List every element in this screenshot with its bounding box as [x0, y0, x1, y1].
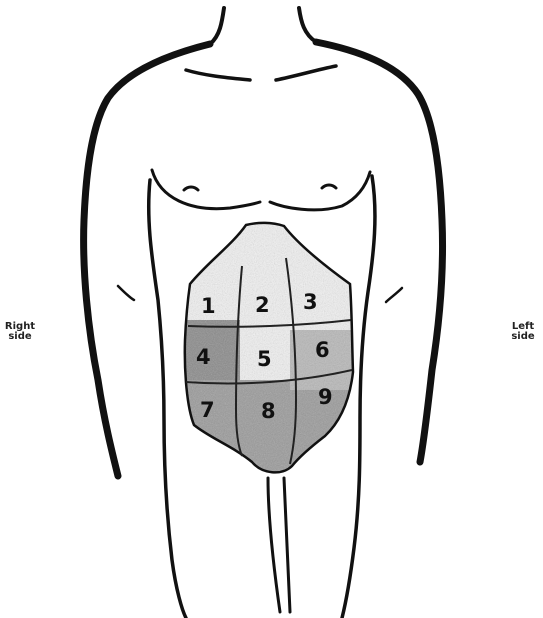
right-leg-inner-line	[284, 478, 290, 612]
region-label-8: 8	[261, 399, 276, 423]
neck-left-line	[210, 8, 224, 44]
region-label-6: 6	[315, 338, 330, 362]
left-nipple	[184, 187, 198, 190]
right-side-label: Right side	[2, 322, 38, 342]
right-elbow-tick	[386, 288, 402, 302]
left-collarbone-line	[186, 70, 250, 80]
region-label-3: 3	[303, 290, 318, 314]
left-side-label: Left side	[505, 322, 541, 342]
neck-right-line	[299, 8, 316, 42]
region-label-5: 5	[257, 347, 272, 371]
region-label-7: 7	[200, 398, 215, 422]
region-label-9: 9	[318, 385, 333, 409]
region-label-2: 2	[255, 293, 270, 317]
right-nipple	[322, 185, 336, 188]
region-label-4: 4	[196, 345, 211, 369]
left-elbow-tick	[118, 286, 134, 300]
right-chest-line	[270, 172, 370, 210]
left-flank-line	[149, 180, 186, 618]
left-leg-inner-line	[268, 478, 280, 612]
region-label-1: 1	[201, 294, 216, 318]
left-chest-line	[152, 170, 260, 209]
right-collarbone-line	[276, 66, 336, 80]
